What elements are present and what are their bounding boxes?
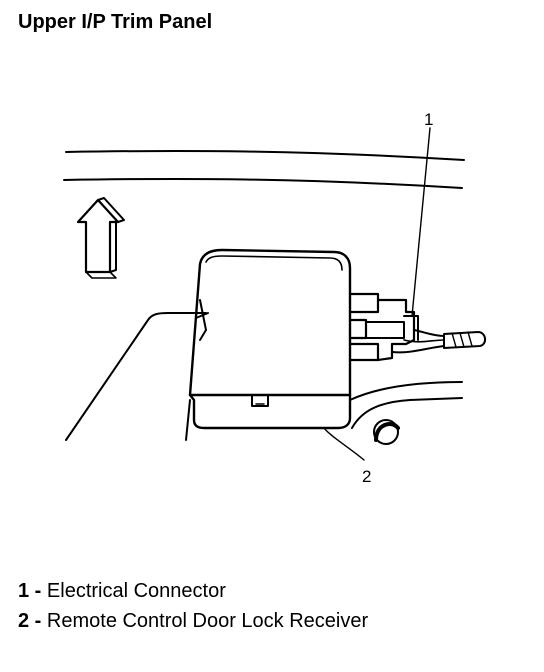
legend-text: Remote Control Door Lock Receiver [46, 610, 369, 632]
figure-title: Upper I/P Trim Panel [18, 11, 213, 33]
mounting-hole [373, 419, 400, 445]
legend-separator: - [29, 610, 47, 632]
trim-panel-outline [65, 312, 463, 441]
legend-number: 2 [18, 610, 30, 632]
legend-number: 1 [18, 580, 30, 602]
legend: 1 - Electrical Connector 2 - Remote Cont… [18, 576, 368, 636]
electrical-connector [348, 292, 486, 362]
receiver-diagram: 1 2 [63, 110, 486, 486]
legend-separator: - [29, 580, 47, 602]
legend-item-2: 2 - Remote Control Door Lock Receiver [18, 606, 368, 636]
dash-top-lines [63, 149, 465, 189]
callout-2: 2 [362, 467, 371, 486]
forward-arrow-icon [76, 197, 125, 279]
leader-line-2 [323, 427, 365, 461]
leader-lines [323, 127, 431, 461]
leader-line-1 [411, 127, 431, 317]
callout-1: 1 [424, 110, 433, 129]
door-lock-receiver [188, 248, 352, 430]
legend-text: Electrical Connector [46, 580, 226, 602]
legend-item-1: 1 - Electrical Connector [18, 576, 368, 606]
